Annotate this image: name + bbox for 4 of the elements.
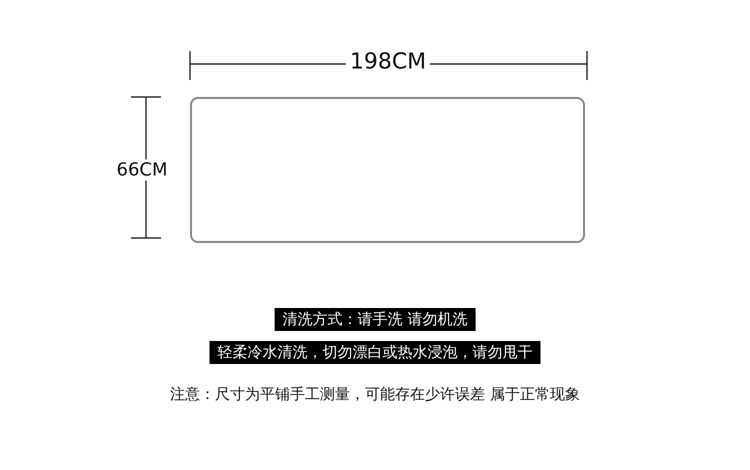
- mat-outline: [190, 97, 585, 243]
- instruction-banner: 清洗方式：请手洗 请勿机洗: [274, 308, 476, 331]
- instruction-banner: 轻柔冷水清洗，切勿漂白或热水浸泡，请勿甩干: [210, 341, 540, 364]
- note-text: 注意：尺寸为平铺手工测量，可能存在少许误差 属于正常现象: [170, 385, 580, 404]
